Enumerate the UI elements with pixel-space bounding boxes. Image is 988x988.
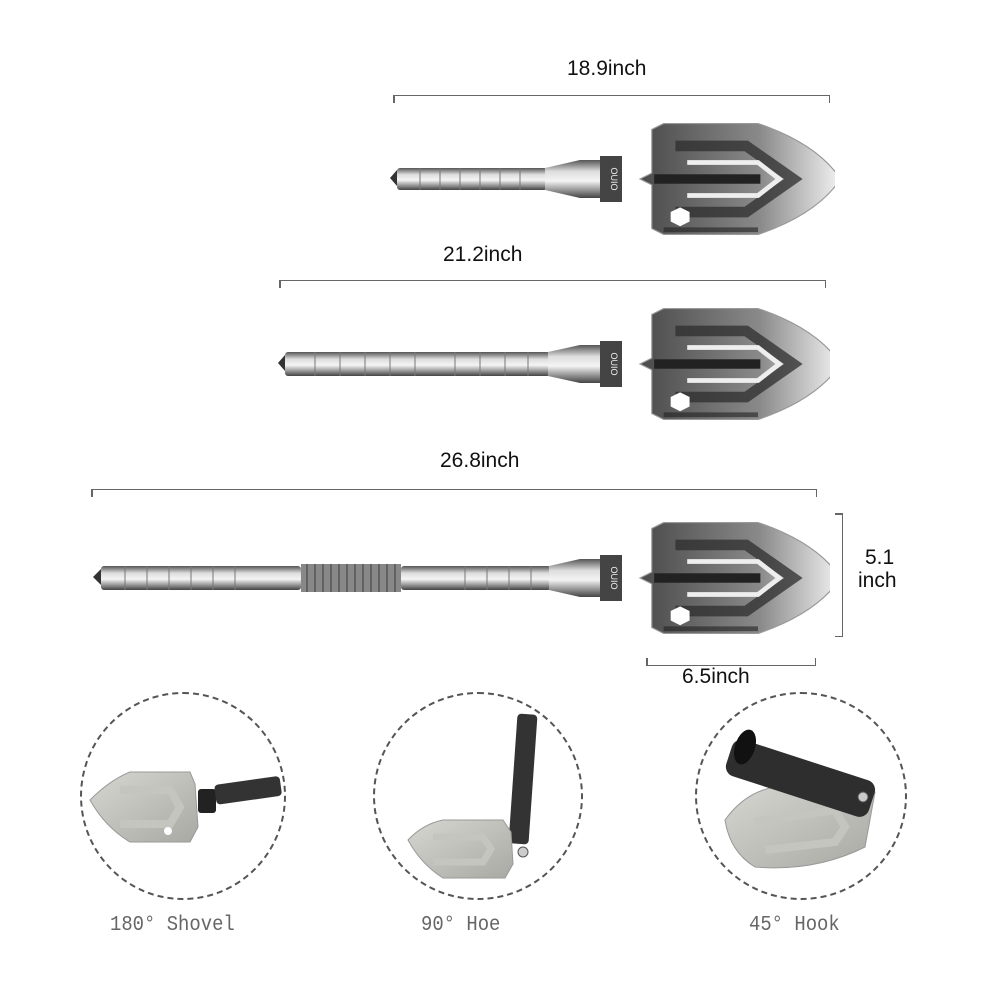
medium-length-line — [279, 280, 826, 288]
mode-label-hoe: 90° Hoe — [421, 914, 501, 937]
blade-height-line — [836, 513, 843, 637]
blade-height-value: 5.1 — [865, 546, 895, 569]
medium-length-label: 21.2inch — [443, 243, 523, 266]
mode-hook-image — [724, 729, 876, 869]
folded-length-label: 18.9inch — [567, 57, 647, 80]
brand-mark: OUIO — [609, 167, 619, 190]
mode-shovel-image — [89, 771, 282, 843]
mode-shovel-circle — [80, 692, 286, 900]
shovel-folded-image: OUIO — [390, 108, 835, 258]
shovel-full-image: OUIO — [93, 505, 830, 655]
svg-text:OUIO: OUIO — [609, 566, 619, 589]
blade-width-label: 6.5inch — [682, 665, 750, 688]
mode-hoe-circle — [373, 692, 583, 900]
full-length-line — [91, 489, 817, 497]
blade-height-unit: inch — [858, 569, 897, 592]
shovel-medium-image: OUIO — [278, 295, 830, 445]
full-length-label: 26.8inch — [440, 449, 520, 472]
mode-hook-circle — [695, 692, 907, 900]
mode-hoe-image — [407, 713, 538, 879]
folded-length-line — [393, 95, 830, 103]
mode-label-shovel: 180° Shovel — [110, 914, 235, 937]
mode-label-hook: 45° Hook — [749, 914, 840, 937]
svg-text:OUIO: OUIO — [609, 352, 619, 375]
